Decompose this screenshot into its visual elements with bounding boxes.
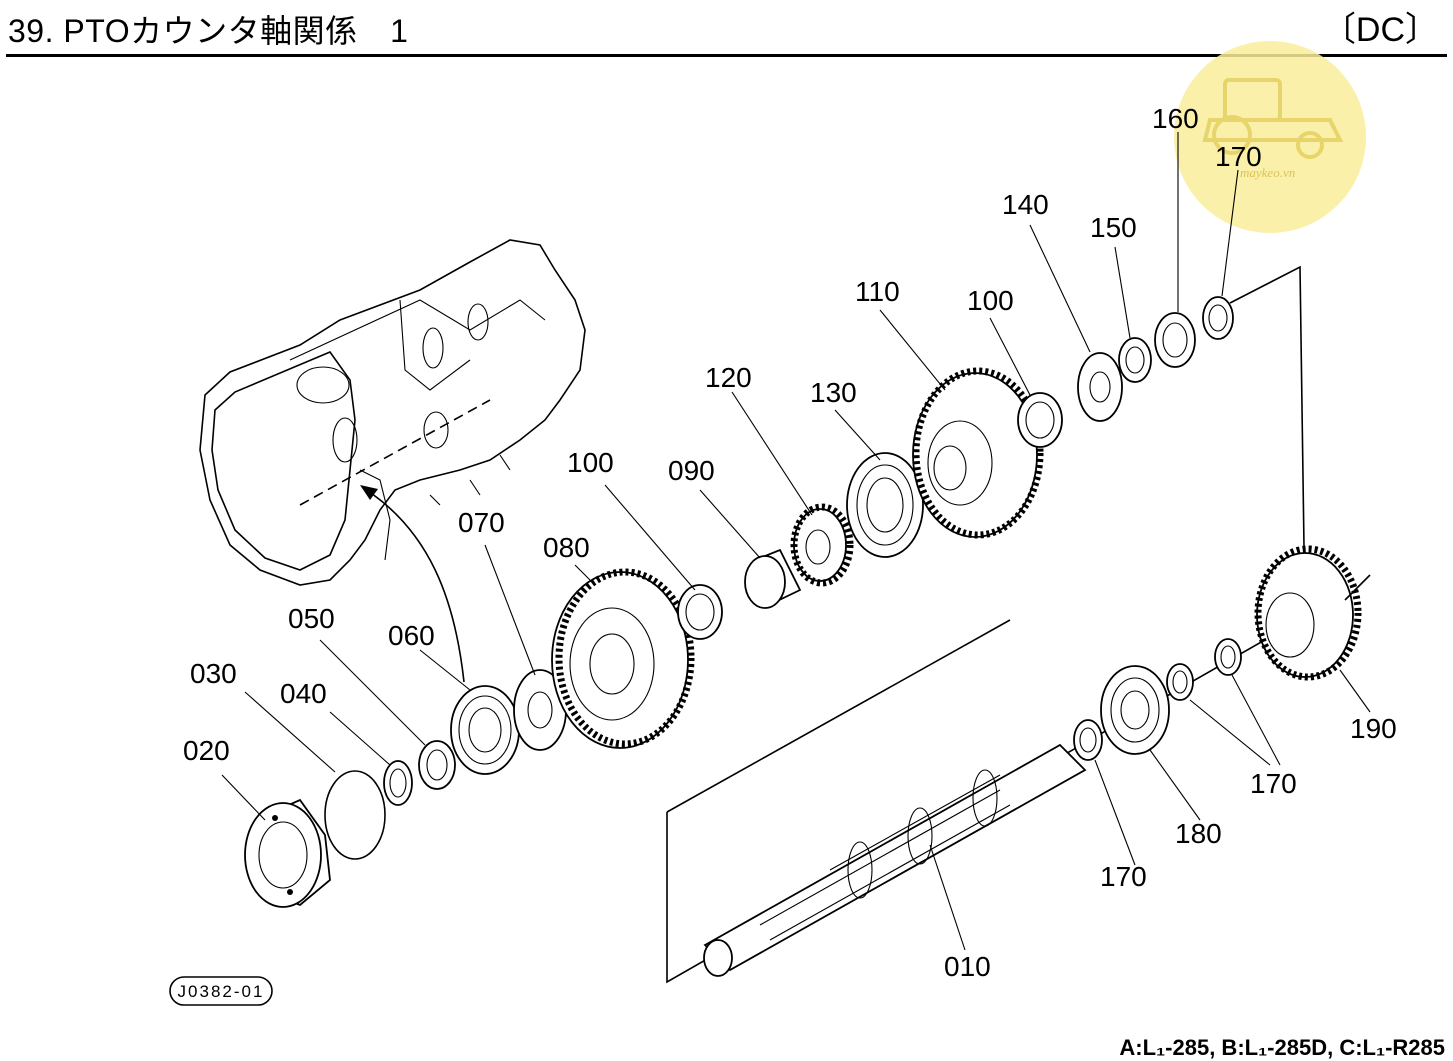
part-040-snap-ring: [383, 760, 413, 806]
callout-190: 190: [1350, 713, 1397, 744]
part-170-snap-ring-top: [1202, 296, 1234, 340]
callout-170-right: 170: [1250, 768, 1297, 799]
part-120-gear-small: [790, 503, 854, 587]
leader-lines: [221, 132, 1371, 951]
shaft-group-frame-top: [666, 619, 1011, 813]
part-090-collar: [744, 548, 802, 609]
part-150-collar: [1118, 337, 1152, 383]
part-140-thrust-washer: [1077, 352, 1123, 422]
part-110-gear-large: [912, 367, 1044, 539]
callout-130: 130: [810, 377, 857, 408]
part-170-snap-ring-mid: [1166, 663, 1194, 701]
part-100-needle-bearing-upper: [1017, 392, 1063, 448]
part-030-o-ring: [324, 770, 386, 860]
callout-160: 160: [1152, 103, 1199, 134]
callout-080: 080: [543, 532, 590, 563]
callout-040: 040: [280, 678, 327, 709]
part-190-gear: [1254, 545, 1371, 681]
callout-120: 120: [705, 362, 752, 393]
header-rule: [6, 54, 1447, 57]
part-130-shifter: [846, 452, 924, 558]
callout-030: 030: [190, 658, 237, 689]
part-010-shaft: [703, 743, 1087, 977]
part-180-ball-bearing: [1100, 665, 1170, 755]
part-020-bearing-holder: [244, 798, 331, 908]
watermark-logo: maykeo.vn: [1174, 41, 1366, 233]
callout-070: 070: [458, 507, 505, 538]
part-060-ball-bearing: [450, 685, 520, 775]
part-080-gear: [551, 568, 695, 749]
model-applicability-note: A:L₁-285, B:L₁-285D, C:L₁-R285: [1119, 1035, 1445, 1060]
callout-labels: 020 030 040 050 060 070 080 100 090 120 …: [183, 103, 1397, 982]
assembly-arrow: [360, 485, 465, 683]
part-170-snap-ring-shaft: [1073, 719, 1103, 761]
callout-010: 010: [944, 951, 991, 982]
callout-100-lower: 100: [567, 447, 614, 478]
callout-170-top: 170: [1215, 141, 1262, 172]
callout-150: 150: [1090, 212, 1137, 243]
callout-110: 110: [855, 276, 900, 307]
callout-170-bottom: 170: [1100, 861, 1147, 892]
part-170-snap-ring-right: [1214, 638, 1242, 676]
callout-100-upper: 100: [967, 285, 1014, 316]
part-050-collar: [418, 740, 456, 790]
diagram-id-badge: J0382-01: [169, 976, 273, 1006]
transmission-case: [199, 239, 586, 586]
callout-050: 050: [288, 603, 335, 634]
part-100-needle-bearing-lower: [677, 584, 723, 640]
part-160-ball-bearing: [1154, 312, 1196, 368]
model-code: 〔DC〕: [1321, 11, 1439, 49]
callout-140: 140: [1002, 189, 1049, 220]
callout-090: 090: [668, 455, 715, 486]
callout-180: 180: [1175, 818, 1222, 849]
page-title: 39. PTOカウンタ軸関係 1: [8, 13, 409, 49]
watermark-text: maykeo.vn: [1240, 165, 1295, 180]
callout-020: 020: [183, 735, 230, 766]
diagram-id: J0382-01: [178, 982, 265, 1001]
callout-060: 060: [388, 620, 435, 651]
